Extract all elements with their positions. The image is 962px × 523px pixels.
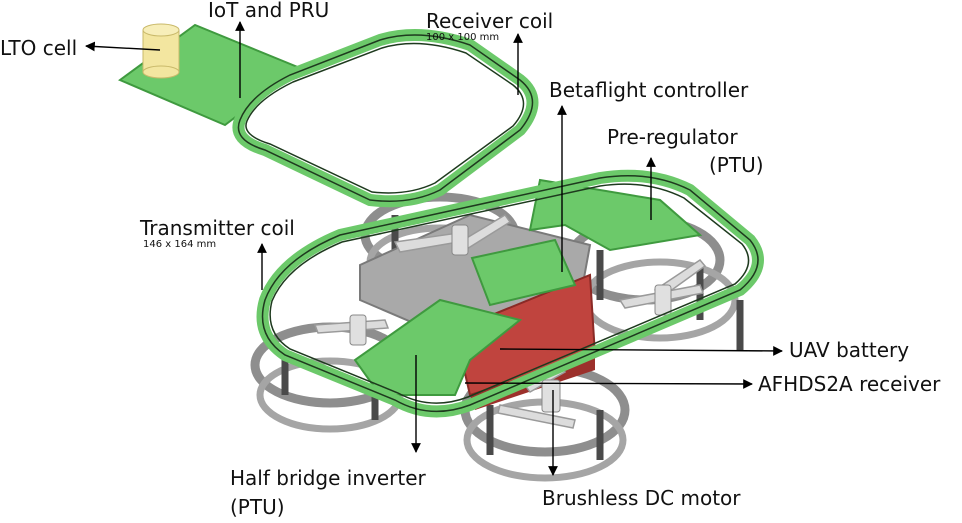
- receiver-coil: [232, 29, 539, 208]
- label-half-bridge-2: (PTU): [230, 495, 285, 519]
- label-transmitter-coil: Transmitter coil: [140, 216, 295, 240]
- brushless-motors: [349, 224, 672, 413]
- label-pre-regulator-2: (PTU): [709, 153, 764, 177]
- label-iot-pru: IoT and PRU: [208, 0, 330, 22]
- transmitter-coil: [256, 169, 764, 418]
- label-pre-regulator-1: Pre-regulator: [607, 125, 738, 149]
- callout-arrows: [85, 21, 783, 476]
- label-bldc-motor: Brushless DC motor: [542, 486, 741, 510]
- arrow-lto-cell: [85, 41, 161, 52]
- arrow-uav-battery: [499, 346, 783, 356]
- arrow-afhds2a: [464, 379, 753, 389]
- label-uav-battery: UAV battery: [789, 338, 910, 362]
- label-half-bridge-1: Half bridge inverter: [230, 466, 426, 490]
- pre-regulator-board: [528, 178, 703, 252]
- label-afhds2a: AFHDS2A receiver: [758, 372, 941, 396]
- label-betaflight: Betaflight controller: [549, 78, 749, 102]
- label-lto-cell: LTO cell: [0, 36, 78, 60]
- betaflight-board: [470, 238, 577, 307]
- label-receiver-coil-size: 100 x 100 mm: [426, 32, 500, 43]
- label-transmitter-coil-size: 146 x 164 mm: [143, 239, 217, 250]
- label-receiver-coil: Receiver coil: [426, 9, 554, 33]
- lto-cell: [142, 23, 180, 79]
